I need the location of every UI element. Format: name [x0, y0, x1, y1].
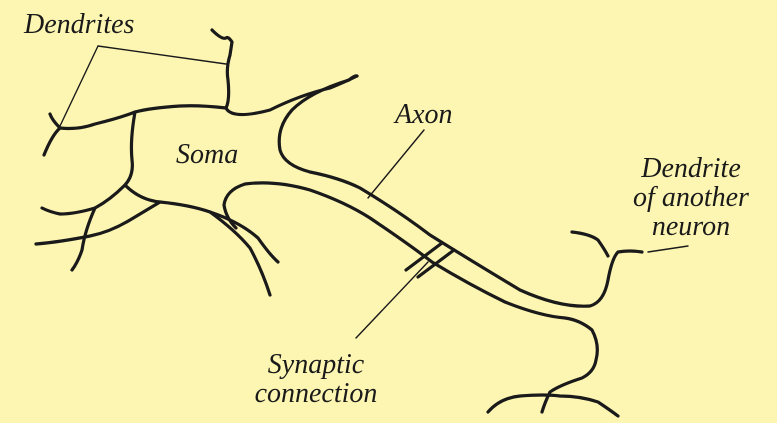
dendrite-upper-left: [50, 106, 226, 129]
dendrites-leader-left: [60, 46, 98, 126]
synapse-line-1-text: Synaptic: [226, 350, 406, 379]
leader-lines: [60, 46, 688, 338]
soma-right-upper: [279, 76, 642, 306]
other-neuron-bottom: [488, 395, 618, 416]
other-dendrite-label: Dendrite of another neuron: [605, 154, 777, 241]
soma-label: Soma: [176, 140, 238, 169]
axon-leader: [368, 130, 424, 198]
dendrite-lower-left: [125, 185, 278, 262]
dendrites-leader-right: [98, 46, 226, 64]
other-dendrite-leader: [648, 246, 688, 252]
other-neuron-dendrite: [572, 232, 608, 256]
synapse-line-2-text: connection: [226, 379, 406, 408]
dendrites-label: Dendrites: [24, 10, 134, 39]
other-dendrite-line-2: of another: [605, 183, 777, 212]
dendrite-upper-left-tip: [44, 128, 60, 155]
synapse-leader: [356, 262, 428, 338]
other-dendrite-line-3: neuron: [605, 212, 777, 241]
dendrite-top: [212, 30, 357, 115]
axon-label: Axon: [395, 100, 453, 129]
dendrite-bottom-left: [36, 202, 160, 244]
other-dendrite-line-1: Dendrite: [605, 154, 777, 183]
synapse-label: Synaptic connection: [226, 350, 406, 408]
